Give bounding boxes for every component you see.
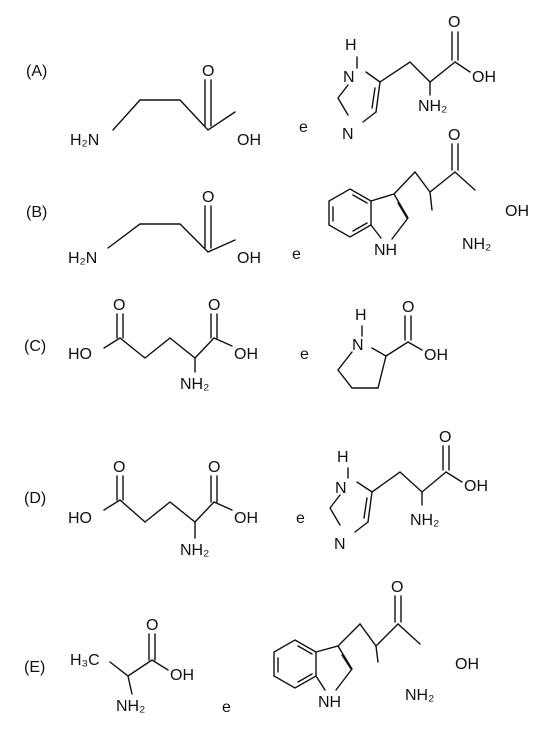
option-label-b: (B) xyxy=(26,204,47,221)
atom-ho: HO xyxy=(68,510,92,527)
atom-n: N xyxy=(342,126,354,143)
atom-nh2: NH₂ xyxy=(180,376,209,393)
atom-o: O xyxy=(448,14,460,31)
atom-o: O xyxy=(202,189,214,206)
molecule-glutamic-acid-c: HO O O OH NH₂ xyxy=(68,297,258,393)
atom-nh: NH xyxy=(374,242,397,259)
atom-o: O xyxy=(208,459,220,476)
atom-h3c: H₃C xyxy=(70,652,100,669)
atom-h: H xyxy=(337,449,349,466)
conjunction-a: e xyxy=(299,119,308,136)
conjunction-d: e xyxy=(296,510,305,527)
atom-o: O xyxy=(391,579,403,596)
option-label-a: (A) xyxy=(26,63,47,80)
atom-n: N xyxy=(335,480,347,497)
molecule-tryptophan-e: NH O OH NH₂ xyxy=(273,579,479,711)
molecule-beta-alanine-b: O H₂N OH xyxy=(68,189,261,267)
atom-nh2: NH₂ xyxy=(180,542,209,559)
molecule-alanine-e: H₃C O OH NH₂ xyxy=(70,617,194,715)
atom-oh: OH xyxy=(234,346,258,363)
atom-o: O xyxy=(439,429,451,446)
atom-o: O xyxy=(202,63,214,80)
option-label-c: (C) xyxy=(24,338,46,355)
atom-h: H xyxy=(345,37,357,54)
molecule-glutamic-acid-d: HO O O OH NH₂ xyxy=(68,459,258,559)
molecule-beta-alanine-a: O H₂N OH xyxy=(70,63,261,149)
atom-oh: OH xyxy=(505,203,529,220)
atom-o: O xyxy=(208,297,220,314)
atom-nh2: NH₂ xyxy=(116,698,145,715)
atom-o: O xyxy=(448,127,460,144)
atom-oh: OH xyxy=(170,667,194,684)
conjunction-c: e xyxy=(300,346,309,363)
option-label-d: (D) xyxy=(24,490,46,507)
atom-nh: NH xyxy=(318,694,341,711)
atom-n: N xyxy=(352,337,364,354)
atom-h2n: H₂N xyxy=(68,250,97,267)
atom-n: N xyxy=(343,69,355,86)
molecule-histidine-a: H N N O OH NH₂ xyxy=(337,14,496,143)
atom-o: O xyxy=(113,297,125,314)
atom-ho: HO xyxy=(68,346,92,363)
molecule-proline-c: H N O OH xyxy=(337,299,448,389)
atom-oh: OH xyxy=(424,347,448,364)
atom-oh: OH xyxy=(237,250,261,267)
molecule-tryptophan-b: NH O OH NH₂ xyxy=(328,127,529,259)
atom-nh2: NH₂ xyxy=(462,236,491,253)
atom-oh: OH xyxy=(237,132,261,149)
atom-n: N xyxy=(334,536,346,553)
option-label-e: (E) xyxy=(24,659,45,676)
molecule-histidine-d: H N N O OH NH₂ xyxy=(329,429,488,553)
conjunction-b: e xyxy=(292,246,301,263)
atom-h2n: H₂N xyxy=(70,132,99,149)
atom-nh2: NH₂ xyxy=(410,512,439,529)
atom-o: O xyxy=(146,617,158,634)
conjunction-e: e xyxy=(222,699,231,716)
atom-oh: OH xyxy=(464,478,488,495)
atom-h: H xyxy=(355,307,367,324)
atom-nh2: NH₂ xyxy=(405,687,434,704)
atom-o: O xyxy=(113,459,125,476)
atom-o: O xyxy=(402,299,414,316)
atom-oh: OH xyxy=(234,510,258,527)
atom-oh: OH xyxy=(455,656,479,673)
atom-nh2: NH₂ xyxy=(418,98,447,115)
atom-oh: OH xyxy=(472,69,496,86)
